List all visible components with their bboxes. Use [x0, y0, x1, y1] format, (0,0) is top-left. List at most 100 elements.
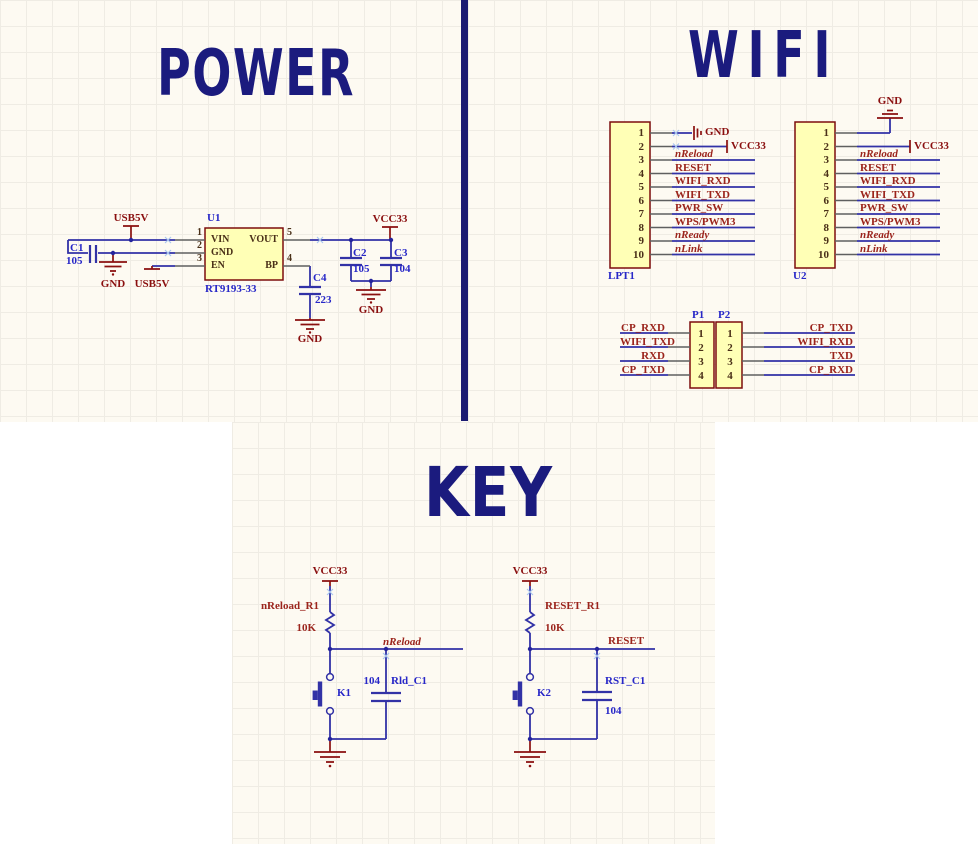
net-label: RESET [675, 161, 712, 174]
lpt1-gnd-label: GND [705, 126, 730, 138]
pin-number: 7 [638, 208, 645, 221]
net-label-left: CP_RXD [621, 321, 665, 334]
pin-number: 2 [638, 140, 645, 153]
pin-number: 3 [638, 154, 645, 167]
u1-pin-number-4: 4 [287, 253, 292, 264]
pin-number: 9 [638, 235, 645, 248]
header-pin-row: WIFI_TXD 2 2 WIFI_RXD [620, 336, 853, 354]
u2-designator: U2 [793, 270, 807, 282]
p2-pin-number: 2 [727, 341, 733, 354]
connector-pin-row: 9 nReady [795, 229, 965, 248]
power-net-usb5v-top: USB5V [113, 212, 149, 224]
connector-pin-row: 7 PWR_SW [610, 202, 780, 221]
net-label: WIFI_RXD [860, 175, 916, 188]
connector-pin-row: 4 RESET [610, 162, 780, 181]
power-net-vcc33: VCC33 [372, 213, 408, 225]
pin-number: 5 [638, 181, 645, 194]
u1-part-number: RT9193-33 [205, 283, 257, 295]
net-label: PWR_SW [675, 202, 724, 215]
pin-number: 5 [823, 181, 830, 194]
c3-designator: C3 [394, 247, 408, 259]
pin-number: 8 [638, 221, 645, 234]
connector-pin-row: 3 nReload [610, 148, 780, 167]
rld-c1-designator: Rld_C1 [391, 675, 428, 687]
u1-designator: U1 [207, 212, 221, 224]
net-label-right: CP_RXD [809, 363, 853, 376]
net-label: WIFI_TXD [860, 188, 916, 201]
u2-pin-rows: 1 2 3 nReload 4 RESET 5 WIFI_RXD 6 WIFI_… [795, 126, 965, 261]
c4-designator: C4 [313, 272, 327, 284]
power-gnd-output-label: GND [358, 304, 384, 316]
connector-pin-row: 8 WPS/PWM3 [610, 216, 780, 235]
net-label: nLink [675, 242, 703, 255]
header-pin-row: RXD 3 3 TXD [620, 350, 853, 368]
connector-pin-row: 2 [610, 140, 780, 154]
p1-pin-number: 4 [698, 369, 704, 382]
connector-pin-row: 10 nLink [795, 243, 965, 262]
pin-number: 9 [823, 235, 830, 248]
nreload-resistor-value: 10K [296, 622, 316, 634]
u1-pin-number-5: 5 [287, 227, 292, 238]
net-label-right: TXD [829, 349, 853, 362]
pin-number: 6 [638, 194, 645, 207]
power-gnd-input-label: GND [100, 278, 126, 290]
power-net-usb5v-en: USB5V [134, 278, 170, 290]
rst-c1-value: 104 [605, 705, 622, 717]
key-section-title: KEY [424, 453, 554, 533]
connector-pin-row: 7 PWR_SW [795, 202, 965, 221]
net-label: nReload [675, 148, 713, 161]
connector-pin-row: 1 [795, 126, 965, 140]
connector-pin-row: 3 nReload [795, 148, 965, 167]
reset-resistor-value: 10K [545, 622, 565, 634]
pin-number: 10 [818, 248, 829, 261]
p2-pin-number: 1 [727, 327, 733, 340]
lpt1-vcc33-label: VCC33 [731, 140, 766, 152]
u1-pin-name-vin: VIN [211, 234, 230, 245]
pin-number: 1 [823, 127, 830, 140]
nreload-resistor-designator: nReload_R1 [260, 600, 319, 612]
p1p2-pin-rows: CP_RXD 1 1 CP_TXD WIFI_TXD 2 2 WIFI_RXD … [620, 322, 853, 382]
connector-pin-row: 5 WIFI_RXD [795, 175, 965, 194]
p1-pin-number: 2 [698, 341, 704, 354]
header-pin-row: CP_RXD 1 1 CP_TXD [620, 322, 853, 340]
pin-number: 4 [638, 167, 645, 180]
c2-designator: C2 [353, 247, 367, 259]
net-label-left: RXD [641, 349, 665, 362]
net-label: nLink [860, 242, 888, 255]
net-label: nReady [860, 229, 895, 242]
connector-pin-row: 5 WIFI_RXD [610, 175, 780, 194]
pin-number: 6 [823, 194, 830, 207]
u2-vcc33-label: VCC33 [914, 140, 949, 152]
connector-pin-row: 2 [795, 140, 965, 154]
k2-designator: K2 [537, 687, 552, 699]
lpt1-pin-rows: 1 2 3 nReload 4 RESET 5 WIFI_RXD 6 WIFI_… [610, 126, 780, 261]
net-label: WPS/PWM3 [675, 215, 736, 228]
power-gnd-bp-label: GND [297, 333, 323, 345]
connector-pin-row: 6 WIFI_TXD [795, 189, 965, 208]
net-label: nReady [675, 229, 710, 242]
section-divider-line [461, 0, 468, 421]
u2-gnd-label: GND [877, 95, 903, 107]
net-label-right: WIFI_RXD [797, 335, 853, 348]
connector-pin-row: 9 nReady [610, 229, 780, 248]
net-label: RESET [860, 161, 897, 174]
p2-pin-number: 3 [727, 355, 733, 368]
u1-pin-number-1: 1 [197, 227, 202, 238]
pin-number: 4 [823, 167, 830, 180]
pin-number: 2 [823, 140, 830, 153]
rst-c1-designator: RST_C1 [605, 675, 646, 687]
net-label: WPS/PWM3 [860, 215, 921, 228]
reset-resistor-designator: RESET_R1 [545, 600, 601, 612]
u1-pin-name-gnd: GND [211, 247, 234, 258]
net-label-nreload: nReload [383, 636, 421, 648]
u1-pin-name-bp: BP [265, 260, 278, 271]
rld-c1-value: 104 [363, 675, 381, 687]
power-section-title: POWER [157, 37, 355, 111]
key-left-vcc33: VCC33 [312, 565, 348, 577]
c4-value: 223 [315, 294, 332, 306]
wifi-section-title: WIFI [688, 19, 840, 93]
p1-designator: P1 [692, 309, 705, 321]
net-label: nReload [860, 148, 898, 161]
connector-pin-row: 4 RESET [795, 162, 965, 181]
k1-designator: K1 [337, 687, 352, 699]
